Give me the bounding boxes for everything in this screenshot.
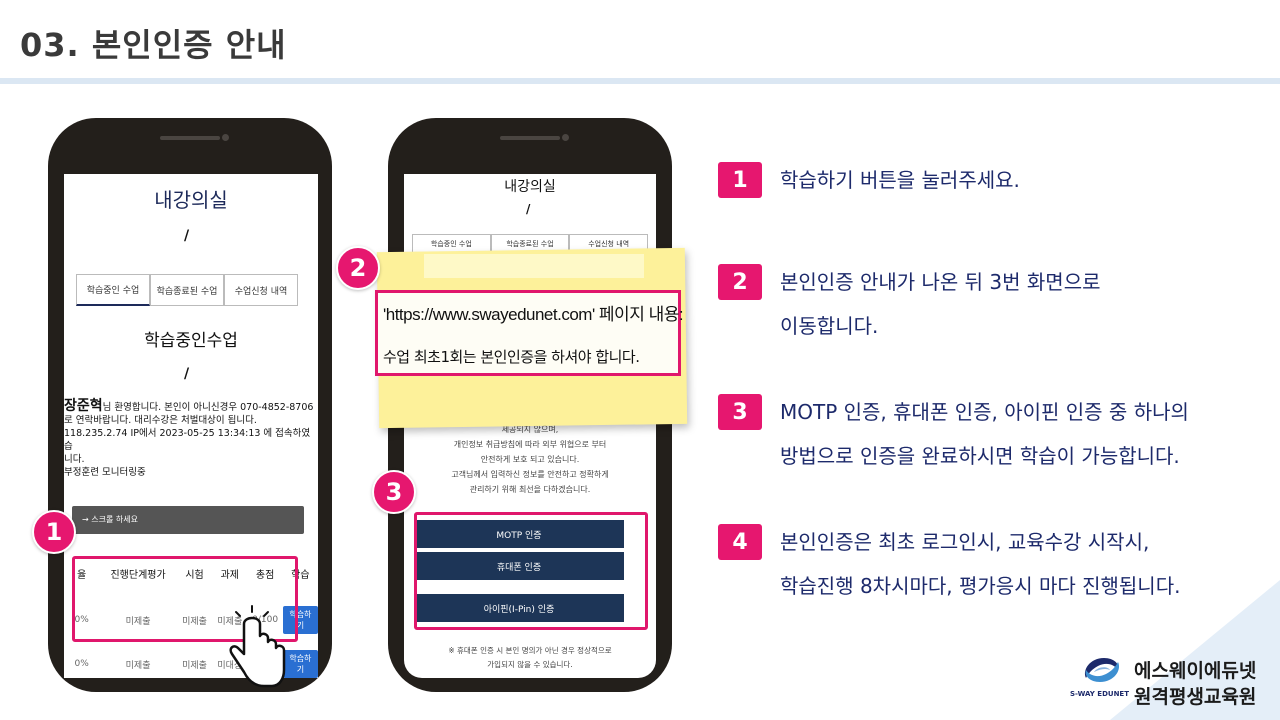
step-line: 이동합니다. bbox=[780, 314, 879, 338]
speaker-grille bbox=[500, 136, 560, 140]
alert-message: 수업 최초1회는 본인인증을 하셔야 합니다. bbox=[383, 348, 640, 366]
ipin-auth-button[interactable]: 아이핀(I-Pin) 인증 bbox=[414, 594, 624, 622]
phone-screen-1: 내강의실 / 학습중인 수업 학습종료된 수업 수업신청 내역 학습중인수업 /… bbox=[64, 174, 318, 678]
col-header: 과제 bbox=[220, 570, 240, 581]
user-name: 장준혁 bbox=[64, 398, 103, 414]
table-highlight-box bbox=[72, 556, 298, 642]
notice-line: 제공되지 않으며, bbox=[501, 425, 559, 434]
notice-line: 개인정보 취급방침에 따라 외부 위협으로 부터 bbox=[453, 440, 607, 449]
motp-auth-button[interactable]: MOTP 인증 bbox=[414, 520, 624, 548]
step-line: 학습진행 8차시마다, 평가응시 마다 진행됩니다. bbox=[780, 574, 1181, 598]
table-cell: 미제출 bbox=[182, 660, 207, 671]
course-tabs: 학습중인 수업 학습종료된 수업 수업신청 내역 bbox=[76, 274, 298, 306]
speaker-grille bbox=[160, 136, 220, 140]
phone-mockup-1: 내강의실 / 학습중인 수업 학습종료된 수업 수업신청 내역 학습중인수업 /… bbox=[48, 118, 332, 692]
notice-line: 안전하게 보호 되고 있습니다. bbox=[480, 455, 580, 464]
step-marker-2: 2 bbox=[336, 246, 380, 290]
tab-finished[interactable]: 학습종료된 수업 bbox=[150, 274, 224, 306]
step-marker-1: 1 bbox=[32, 510, 76, 554]
welcome-info: 장준혁님 환영합니다. 본인이 아니신경우 070-4852-8706 로 연락… bbox=[64, 398, 318, 479]
notice-line: 관리하기 위해 최선을 다하겠습니다. bbox=[469, 485, 591, 494]
company-logo-icon bbox=[1084, 658, 1120, 682]
col-header: 시험 bbox=[185, 570, 204, 581]
info-line: 님 환영합니다. 본인이 아니신경우 070-4852-8706 bbox=[102, 402, 314, 413]
hand-pointer-icon bbox=[229, 605, 286, 688]
step-badge-4: 4 bbox=[718, 524, 762, 560]
step-text-2: 본인인증 안내가 나온 뒤 3번 화면으로 이동합니다. bbox=[780, 262, 1101, 346]
table-row: 0% 미제출 미제출 미대상 학습하기 bbox=[64, 650, 318, 678]
col-header: 율 bbox=[77, 570, 87, 581]
col-header: 총점 bbox=[255, 570, 275, 581]
info-line: 로 연락바랍니다. 대리수강은 처벌대상이 됩니다. bbox=[64, 415, 257, 426]
table-cell: 0% bbox=[74, 615, 89, 625]
table-cell: 0/100 bbox=[252, 615, 279, 625]
screen-title: 내강의실 bbox=[154, 188, 228, 212]
scroll-hint-bar: → 스크롤 하세요 bbox=[72, 506, 304, 534]
camera-dot bbox=[562, 134, 569, 141]
table-cell: 미제출 bbox=[125, 616, 151, 627]
col-header: 진행단계평가 bbox=[110, 570, 166, 581]
title-slash: / bbox=[526, 202, 531, 216]
monitoring-text: 부정훈련 모니터링중 bbox=[64, 467, 146, 478]
info-line: 118.235.2.74 IP에서 2023-05-25 13:34:13 에 … bbox=[64, 428, 311, 452]
privacy-notice: 제공되지 않으며, 개인정보 취급방침에 따라 외부 위협으로 부터 안전하게 … bbox=[404, 422, 656, 497]
table-cell: 미제출 bbox=[217, 616, 243, 627]
col-header: 학습 bbox=[291, 570, 310, 581]
step-badge-3: 3 bbox=[718, 394, 762, 430]
table-cell: 미대상 bbox=[217, 660, 243, 671]
table-row: 0% 미제출 미제출 미제출 0/100 학습하기 bbox=[64, 606, 318, 634]
footnote-line: ※ 휴대폰 인증 시 본인 명의가 아닌 경우 정상적으로 bbox=[448, 646, 612, 655]
page-title: 03. 본인인증 안내 bbox=[20, 26, 287, 64]
step-text-3: MOTP 인증, 휴대폰 인증, 아이핀 인증 중 하나의 방법으로 인증을 완… bbox=[780, 392, 1189, 476]
tab-applications[interactable]: 수업신청 내역 bbox=[224, 274, 298, 306]
learn-button[interactable]: 학습하기 bbox=[282, 606, 318, 634]
notice-line: 고객님께서 입력하신 정보를 안전하고 정확하게 bbox=[451, 470, 609, 479]
table-cell: 미제출 bbox=[125, 660, 151, 671]
title-slash: / bbox=[184, 228, 190, 244]
table-cell: 0% bbox=[74, 659, 89, 669]
step-line: 본인인증 안내가 나온 뒤 3번 화면으로 bbox=[780, 270, 1101, 294]
auth-footnote: ※ 휴대폰 인증 시 본인 명의가 아닌 경우 정상적으로 가입되지 않을 수 … bbox=[404, 644, 656, 672]
logo-name: 에스웨이에듀넷 bbox=[1134, 660, 1257, 682]
step-line: 방법으로 인증을 완료하시면 학습이 가능합니다. bbox=[780, 444, 1180, 468]
footnote-line: 가입되지 않을 수 있습니다. bbox=[487, 660, 573, 669]
step-line: 학습하기 버튼을 눌러주세요. bbox=[780, 168, 1020, 192]
phone-auth-button[interactable]: 휴대폰 인증 bbox=[414, 552, 624, 580]
sticky-tape bbox=[424, 254, 644, 278]
step-line: 본인인증은 최초 로그인시, 교육수강 시작시, bbox=[780, 530, 1150, 554]
camera-dot bbox=[222, 134, 229, 141]
step-text-1: 학습하기 버튼을 눌러주세요. bbox=[780, 160, 1020, 200]
info-line: 니다. bbox=[64, 454, 85, 465]
table-cell: 미제출 bbox=[182, 616, 207, 627]
tab-in-progress[interactable]: 학습중인 수업 bbox=[76, 274, 150, 306]
logo-tagline: 원격평생교육원 bbox=[1134, 686, 1257, 708]
section-slash: / bbox=[184, 366, 190, 382]
section-heading: 학습중인수업 bbox=[144, 331, 238, 351]
auth-buttons-highlight-box bbox=[414, 512, 648, 630]
alert-title: 'https://www.swayedunet.com' 페이지 내용: bbox=[383, 305, 684, 324]
table-header: 율 진행단계평가 시험 과제 총점 학습 bbox=[64, 566, 318, 581]
step-badge-2: 2 bbox=[718, 264, 762, 300]
learn-button[interactable]: 학습하기 bbox=[282, 650, 318, 678]
corner-decoration bbox=[1110, 580, 1280, 720]
screen-title: 내강의실 bbox=[504, 179, 556, 195]
step-text-4: 본인인증은 최초 로그인시, 교육수강 시작시, 학습진행 8차시마다, 평가응… bbox=[780, 522, 1180, 606]
step-line: MOTP 인증, 휴대폰 인증, 아이핀 인증 중 하나의 bbox=[780, 400, 1189, 424]
header-divider bbox=[0, 78, 1280, 84]
logo-subtitle: S-WAY EDUNET bbox=[1070, 690, 1129, 698]
step-marker-3: 3 bbox=[372, 470, 416, 514]
alert-message-box bbox=[375, 290, 681, 376]
step-badge-1: 1 bbox=[718, 162, 762, 198]
